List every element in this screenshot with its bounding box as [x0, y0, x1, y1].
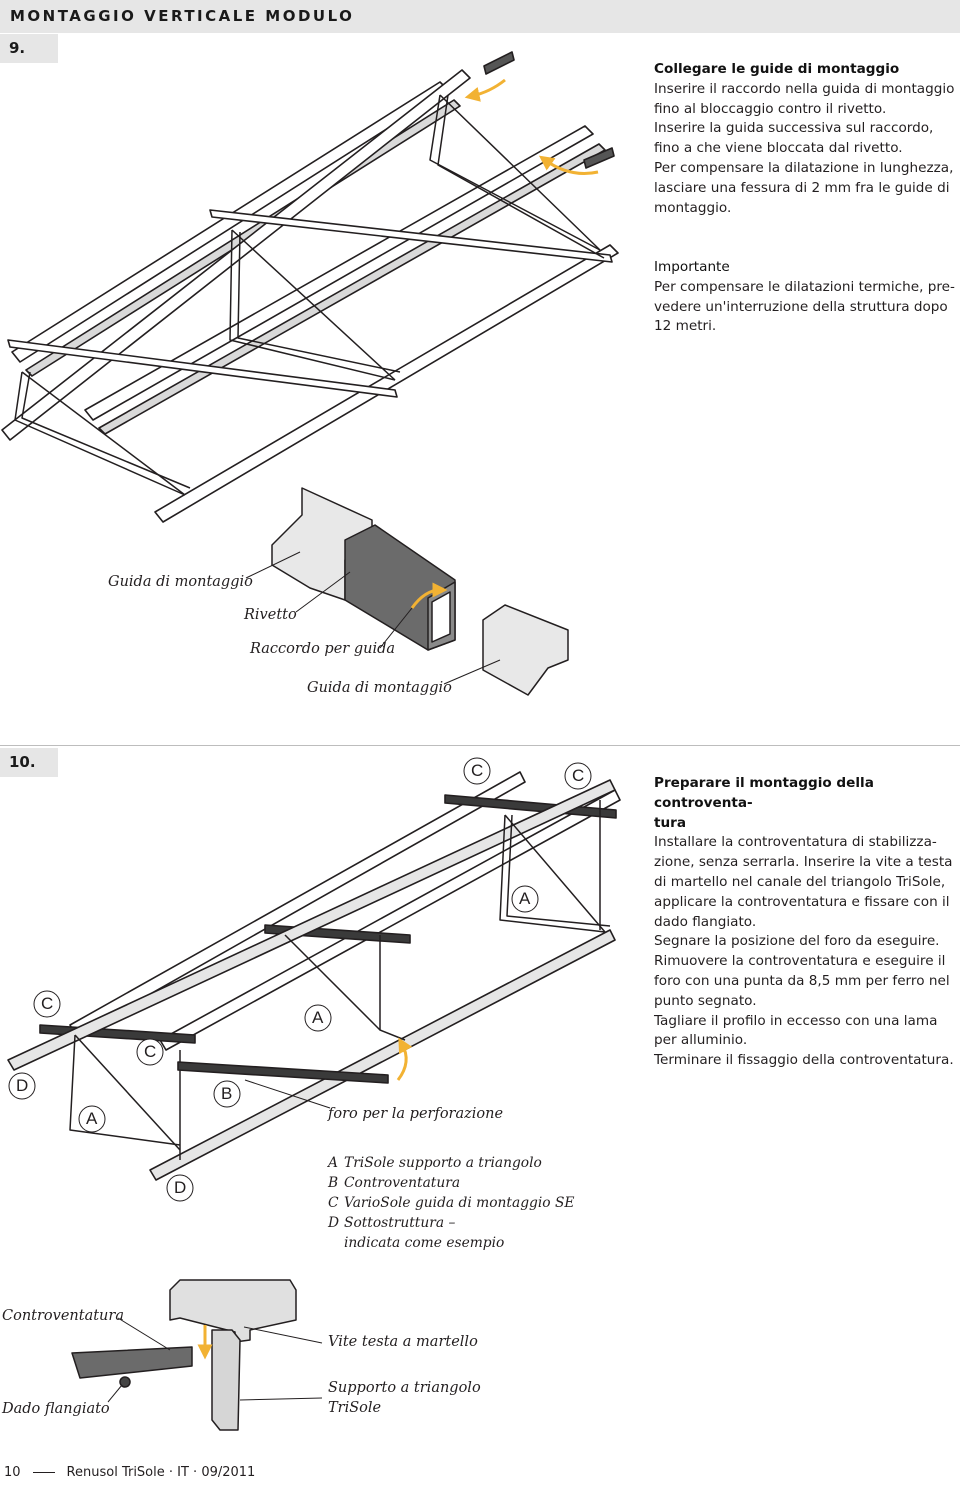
label-raccordo: Raccordo per guida: [250, 641, 396, 657]
step-10-line: di martello nel canale del triangolo Tri…: [654, 873, 946, 890]
label-supporto: TriSole: [328, 1400, 382, 1416]
step-9-line: Inserire la guida successiva sul raccord…: [654, 120, 934, 137]
label-controventatura: Controventatura: [2, 1308, 124, 1324]
label-hole: foro per la perforazione: [328, 1106, 504, 1122]
label-vite: Vite testa a martello: [328, 1334, 478, 1350]
legend-row: indicata come esempio: [344, 1235, 505, 1251]
step-10-line: Rimuovere la controventatura e eseguire …: [654, 953, 946, 970]
step-9-line: Inserire il raccordo nella guida di mont…: [654, 80, 955, 97]
callout-b: B: [221, 1084, 233, 1103]
callout-d: D: [174, 1178, 187, 1197]
step-10-heading: tura: [654, 814, 687, 831]
detail-leaders: [107, 1317, 323, 1403]
step-9-heading: Collegare le guide di montaggio: [654, 61, 900, 77]
page-number: 10: [4, 1465, 21, 1480]
important-heading: Importante: [654, 259, 730, 275]
label-supporto: Supporto a triangolo: [328, 1380, 481, 1396]
hole-leader: [244, 1079, 331, 1109]
footer-doc: Renusol TriSole · IT · 09/2011: [66, 1465, 256, 1480]
step-10-line: punto segnato.: [654, 992, 757, 1009]
step-10-badge: 10.: [0, 748, 58, 777]
label-dado: Dado flangiato: [2, 1401, 110, 1417]
step-10-instructions: Preparare il montaggio della controventa…: [654, 774, 960, 1071]
callout-a: A: [312, 1008, 324, 1027]
step-9-important: Importante Per compensare le dilatazioni…: [654, 258, 958, 337]
label-rivetto: Rivetto: [244, 607, 297, 623]
callout-c: C: [471, 761, 484, 780]
important-line: vedere un'interruzione della struttura d…: [654, 298, 948, 315]
step-10-heading: Preparare il montaggio della controventa…: [654, 775, 874, 811]
callout-circles: [8, 757, 592, 1202]
footer-dash: [32, 1472, 55, 1473]
step-10-line: foro con una punta da 8,5 mm per ferro n…: [654, 972, 950, 989]
label-guida-1: Guida di montaggio: [108, 574, 253, 590]
step-9-number: 9.: [9, 39, 26, 57]
step-9-line: lasciare una fessura di 2 mm fra le guid…: [654, 179, 950, 196]
bracing-detail: [71, 1279, 297, 1431]
callout-d: D: [16, 1076, 29, 1095]
step-9-instructions: Collegare le guide di montaggio Inserire…: [654, 60, 958, 218]
step-10-line: dado flangiato.: [654, 913, 757, 930]
step-9-line: Per compensare la dilatazione in lunghez…: [654, 159, 954, 176]
step-10-number: 10.: [9, 753, 36, 771]
insert-arrows-step9: [464, 78, 599, 175]
step-9-line: fino al bloccaggio contro il rivetto.: [654, 100, 887, 117]
header-bar: MONTAGGIO VERTICALE MODULO: [0, 0, 960, 33]
step-9-line: fino a che viene bloccata dal rivetto.: [654, 140, 903, 157]
step-10-line: Terminare il fissaggio della controventa…: [654, 1052, 954, 1069]
callout-c: C: [572, 766, 585, 785]
section-divider: [0, 745, 960, 746]
important-line: Per compensare le dilatazioni termiche, …: [654, 278, 955, 295]
page-footer: 10 Renusol TriSole · IT · 09/2011: [4, 1465, 255, 1480]
step-9-line: montaggio.: [654, 199, 732, 216]
step-10-line: per alluminio.: [654, 1032, 748, 1049]
step-10-line: Tagliare il profilo in eccesso con una l…: [654, 1012, 938, 1029]
rail-joint-detail: [271, 487, 569, 696]
callout-a: A: [519, 889, 531, 908]
callout-c: C: [144, 1042, 157, 1061]
frame-illustration-step9: [1, 51, 619, 523]
cut-arrow: [396, 1037, 413, 1081]
frame-illustration-step10: [7, 771, 621, 1181]
step-10-line: Installare la controventatura di stabili…: [654, 834, 937, 851]
joint-pointer-arrows: [410, 582, 448, 609]
step-10-line: applicare la controventatura e fissare c…: [654, 893, 950, 910]
important-line: 12 metri.: [654, 318, 717, 335]
step-10-line: Segnare la posizione del foro da eseguir…: [654, 933, 940, 950]
callout-c: C: [41, 994, 54, 1013]
page-title: MONTAGGIO VERTICALE MODULO: [10, 7, 355, 25]
label-leader-lines: [245, 551, 501, 685]
step-9-badge: 9.: [0, 34, 58, 63]
callout-a: A: [86, 1109, 98, 1128]
label-guida-2: Guida di montaggio: [307, 680, 452, 696]
step-10-line: zione, senza serrarla. Inserire la vite …: [654, 854, 953, 871]
